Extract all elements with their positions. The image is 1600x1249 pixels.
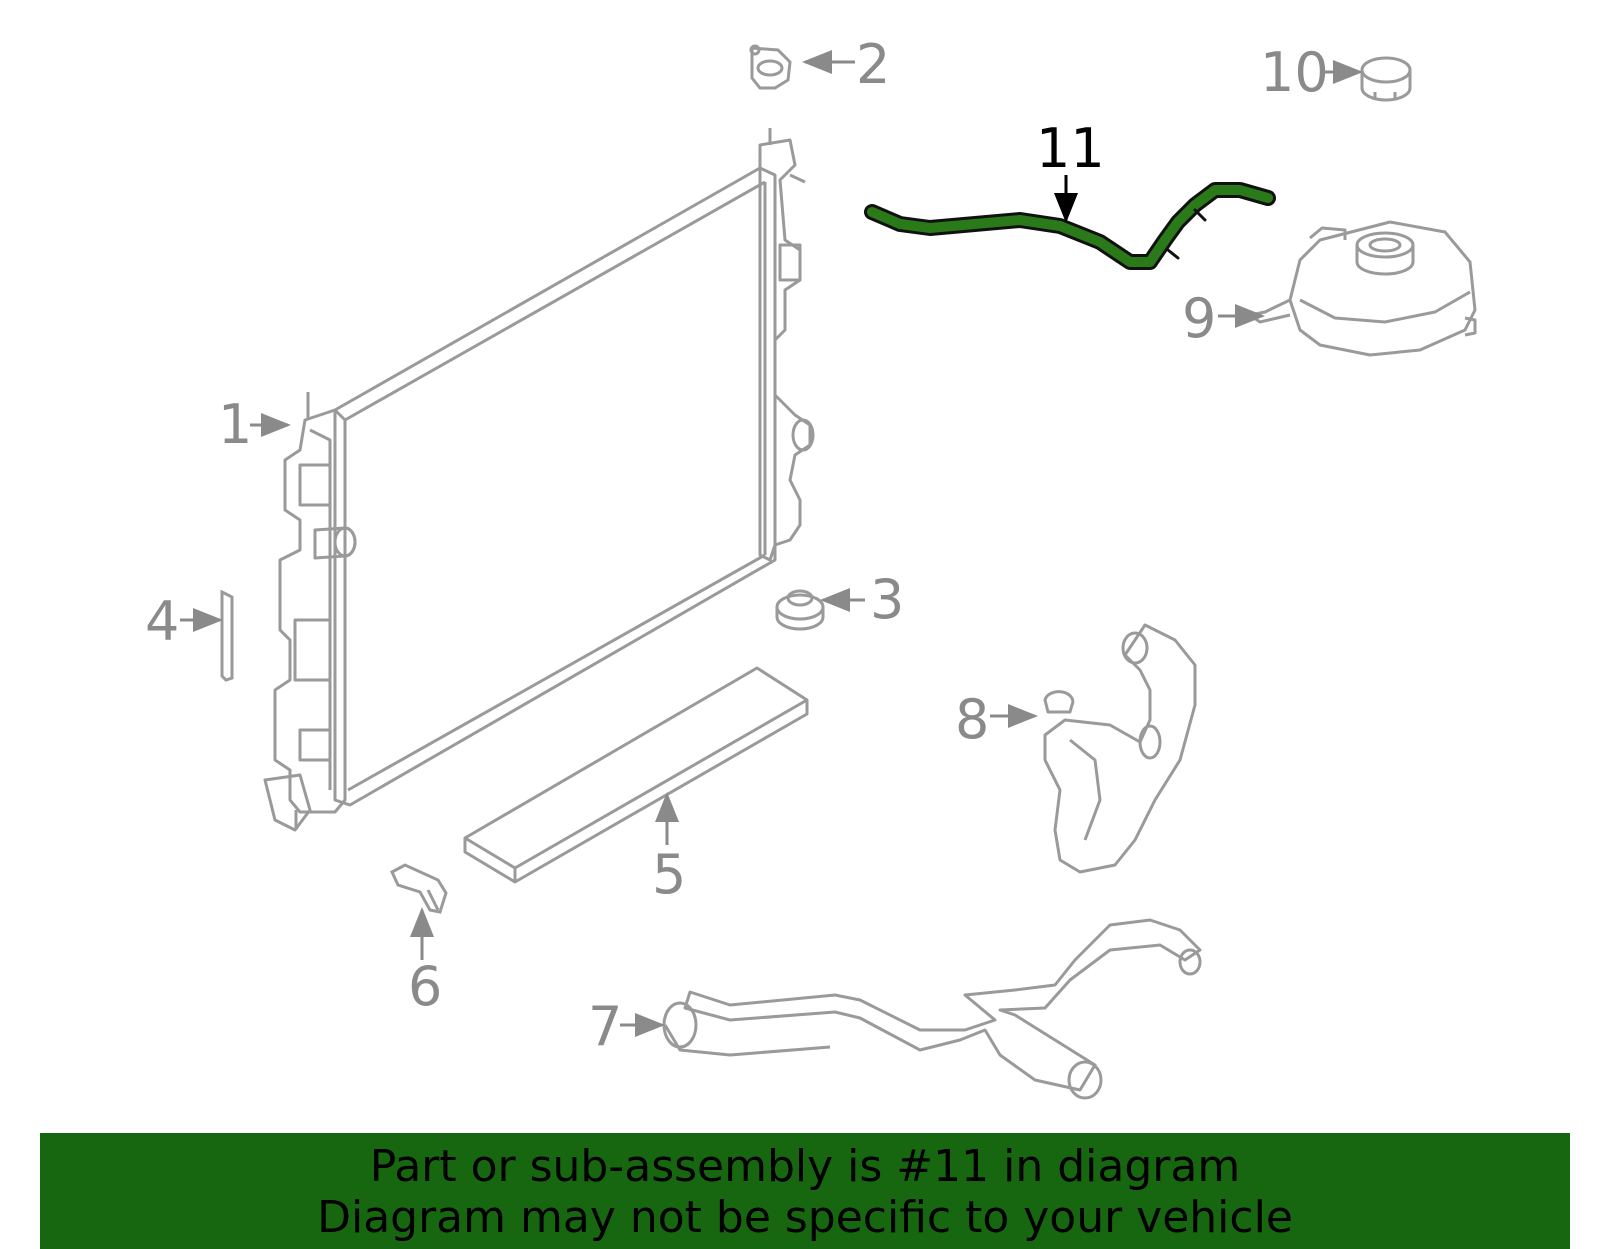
callout-7: 7	[588, 995, 623, 1058]
callout-8: 8	[955, 688, 990, 751]
info-banner: Part or sub-assembly is #11 in diagram D…	[40, 1133, 1570, 1249]
callout-5: 5	[652, 843, 687, 906]
callout-9: 9	[1182, 287, 1217, 350]
callout-11: 11	[1036, 117, 1105, 180]
callout-arrows	[180, 50, 1363, 1037]
banner-line-disclaimer: Diagram may not be specific to your vehi…	[317, 1192, 1293, 1243]
part-11-hose-highlighted	[864, 182, 1276, 270]
callout-3: 3	[870, 568, 905, 631]
callout-6: 6	[408, 955, 443, 1018]
part-3-lower-insulator	[775, 589, 825, 631]
part-8-hose	[1043, 623, 1197, 874]
banner-line-part: Part or sub-assembly is #11 in diagram	[369, 1141, 1241, 1192]
callout-2: 2	[856, 33, 891, 96]
callout-10: 10	[1260, 41, 1329, 104]
part-2-upper-mount	[749, 44, 792, 90]
part-4-seal	[220, 589, 234, 682]
part-5-air-deflector	[463, 666, 809, 884]
radiator	[263, 128, 815, 832]
part-6-bracket	[390, 863, 448, 914]
callout-4: 4	[145, 590, 180, 653]
part-7-lower-hose	[662, 918, 1202, 1100]
part-9-reservoir	[1248, 220, 1477, 357]
part-10-cap	[1360, 56, 1412, 102]
callout-1: 1	[218, 393, 253, 456]
